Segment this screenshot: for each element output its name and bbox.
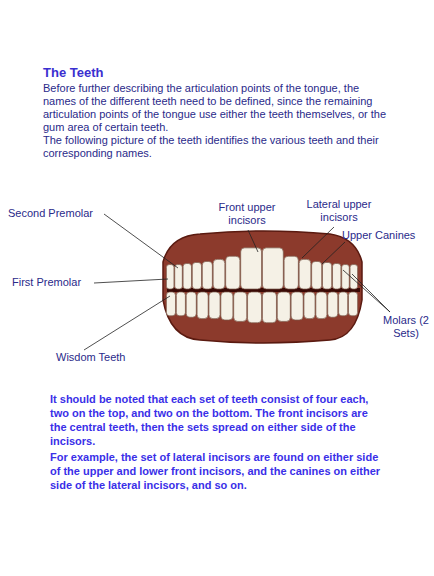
leader-line bbox=[302, 227, 334, 258]
note-text: For example, the set of lateral incisors… bbox=[50, 450, 385, 492]
tooth bbox=[183, 264, 191, 289]
callout-label: First Premolar bbox=[12, 276, 102, 289]
callout-label: Second Premolar bbox=[8, 207, 108, 220]
callout-label: Wisdom Teeth bbox=[56, 351, 146, 364]
tooth bbox=[192, 262, 201, 289]
tooth bbox=[323, 262, 332, 289]
tooth bbox=[241, 248, 262, 289]
leader-line bbox=[94, 279, 168, 283]
tooth bbox=[342, 265, 350, 289]
tooth bbox=[202, 261, 212, 289]
tooth bbox=[209, 292, 220, 319]
tooth bbox=[213, 259, 225, 289]
tooth bbox=[175, 265, 183, 289]
tooth bbox=[299, 259, 311, 289]
tooth bbox=[166, 292, 175, 316]
tooth bbox=[304, 292, 315, 319]
tooth bbox=[176, 292, 185, 316]
tooth bbox=[328, 292, 338, 317]
tooth bbox=[291, 292, 303, 320]
tooth bbox=[277, 292, 290, 321]
tooth bbox=[262, 292, 276, 323]
tooth bbox=[339, 292, 348, 316]
leader-line bbox=[248, 230, 258, 252]
callout-label: Lateral upper incisors bbox=[298, 198, 380, 224]
callout-label: Upper Canines bbox=[342, 229, 432, 242]
callout-label: Molars (2 Sets) bbox=[382, 314, 430, 340]
leader-line bbox=[104, 214, 178, 268]
callout-label: Front upper incisors bbox=[206, 201, 288, 227]
tooth bbox=[197, 292, 208, 319]
intro-text: Before further describing the articulati… bbox=[43, 82, 395, 134]
leader-line bbox=[352, 274, 390, 312]
tooth bbox=[166, 265, 174, 289]
leader-line bbox=[343, 270, 390, 312]
tooth bbox=[349, 292, 358, 316]
tooth bbox=[316, 292, 327, 319]
tooth bbox=[234, 292, 247, 321]
tooth bbox=[312, 261, 322, 289]
tooth bbox=[284, 256, 298, 289]
tooth bbox=[226, 256, 240, 289]
tooth bbox=[186, 292, 196, 317]
note-text: It should be noted that each set of teet… bbox=[50, 392, 385, 448]
gums bbox=[163, 231, 362, 343]
tooth bbox=[248, 292, 262, 323]
leader-line bbox=[84, 296, 170, 350]
teeth-group bbox=[166, 248, 357, 323]
page-title: The Teeth bbox=[43, 66, 103, 79]
tooth bbox=[333, 264, 341, 289]
tooth bbox=[221, 292, 233, 320]
tooth bbox=[262, 248, 283, 289]
intro-text: The following picture of the teeth ident… bbox=[43, 134, 395, 160]
leader-line bbox=[322, 242, 345, 264]
